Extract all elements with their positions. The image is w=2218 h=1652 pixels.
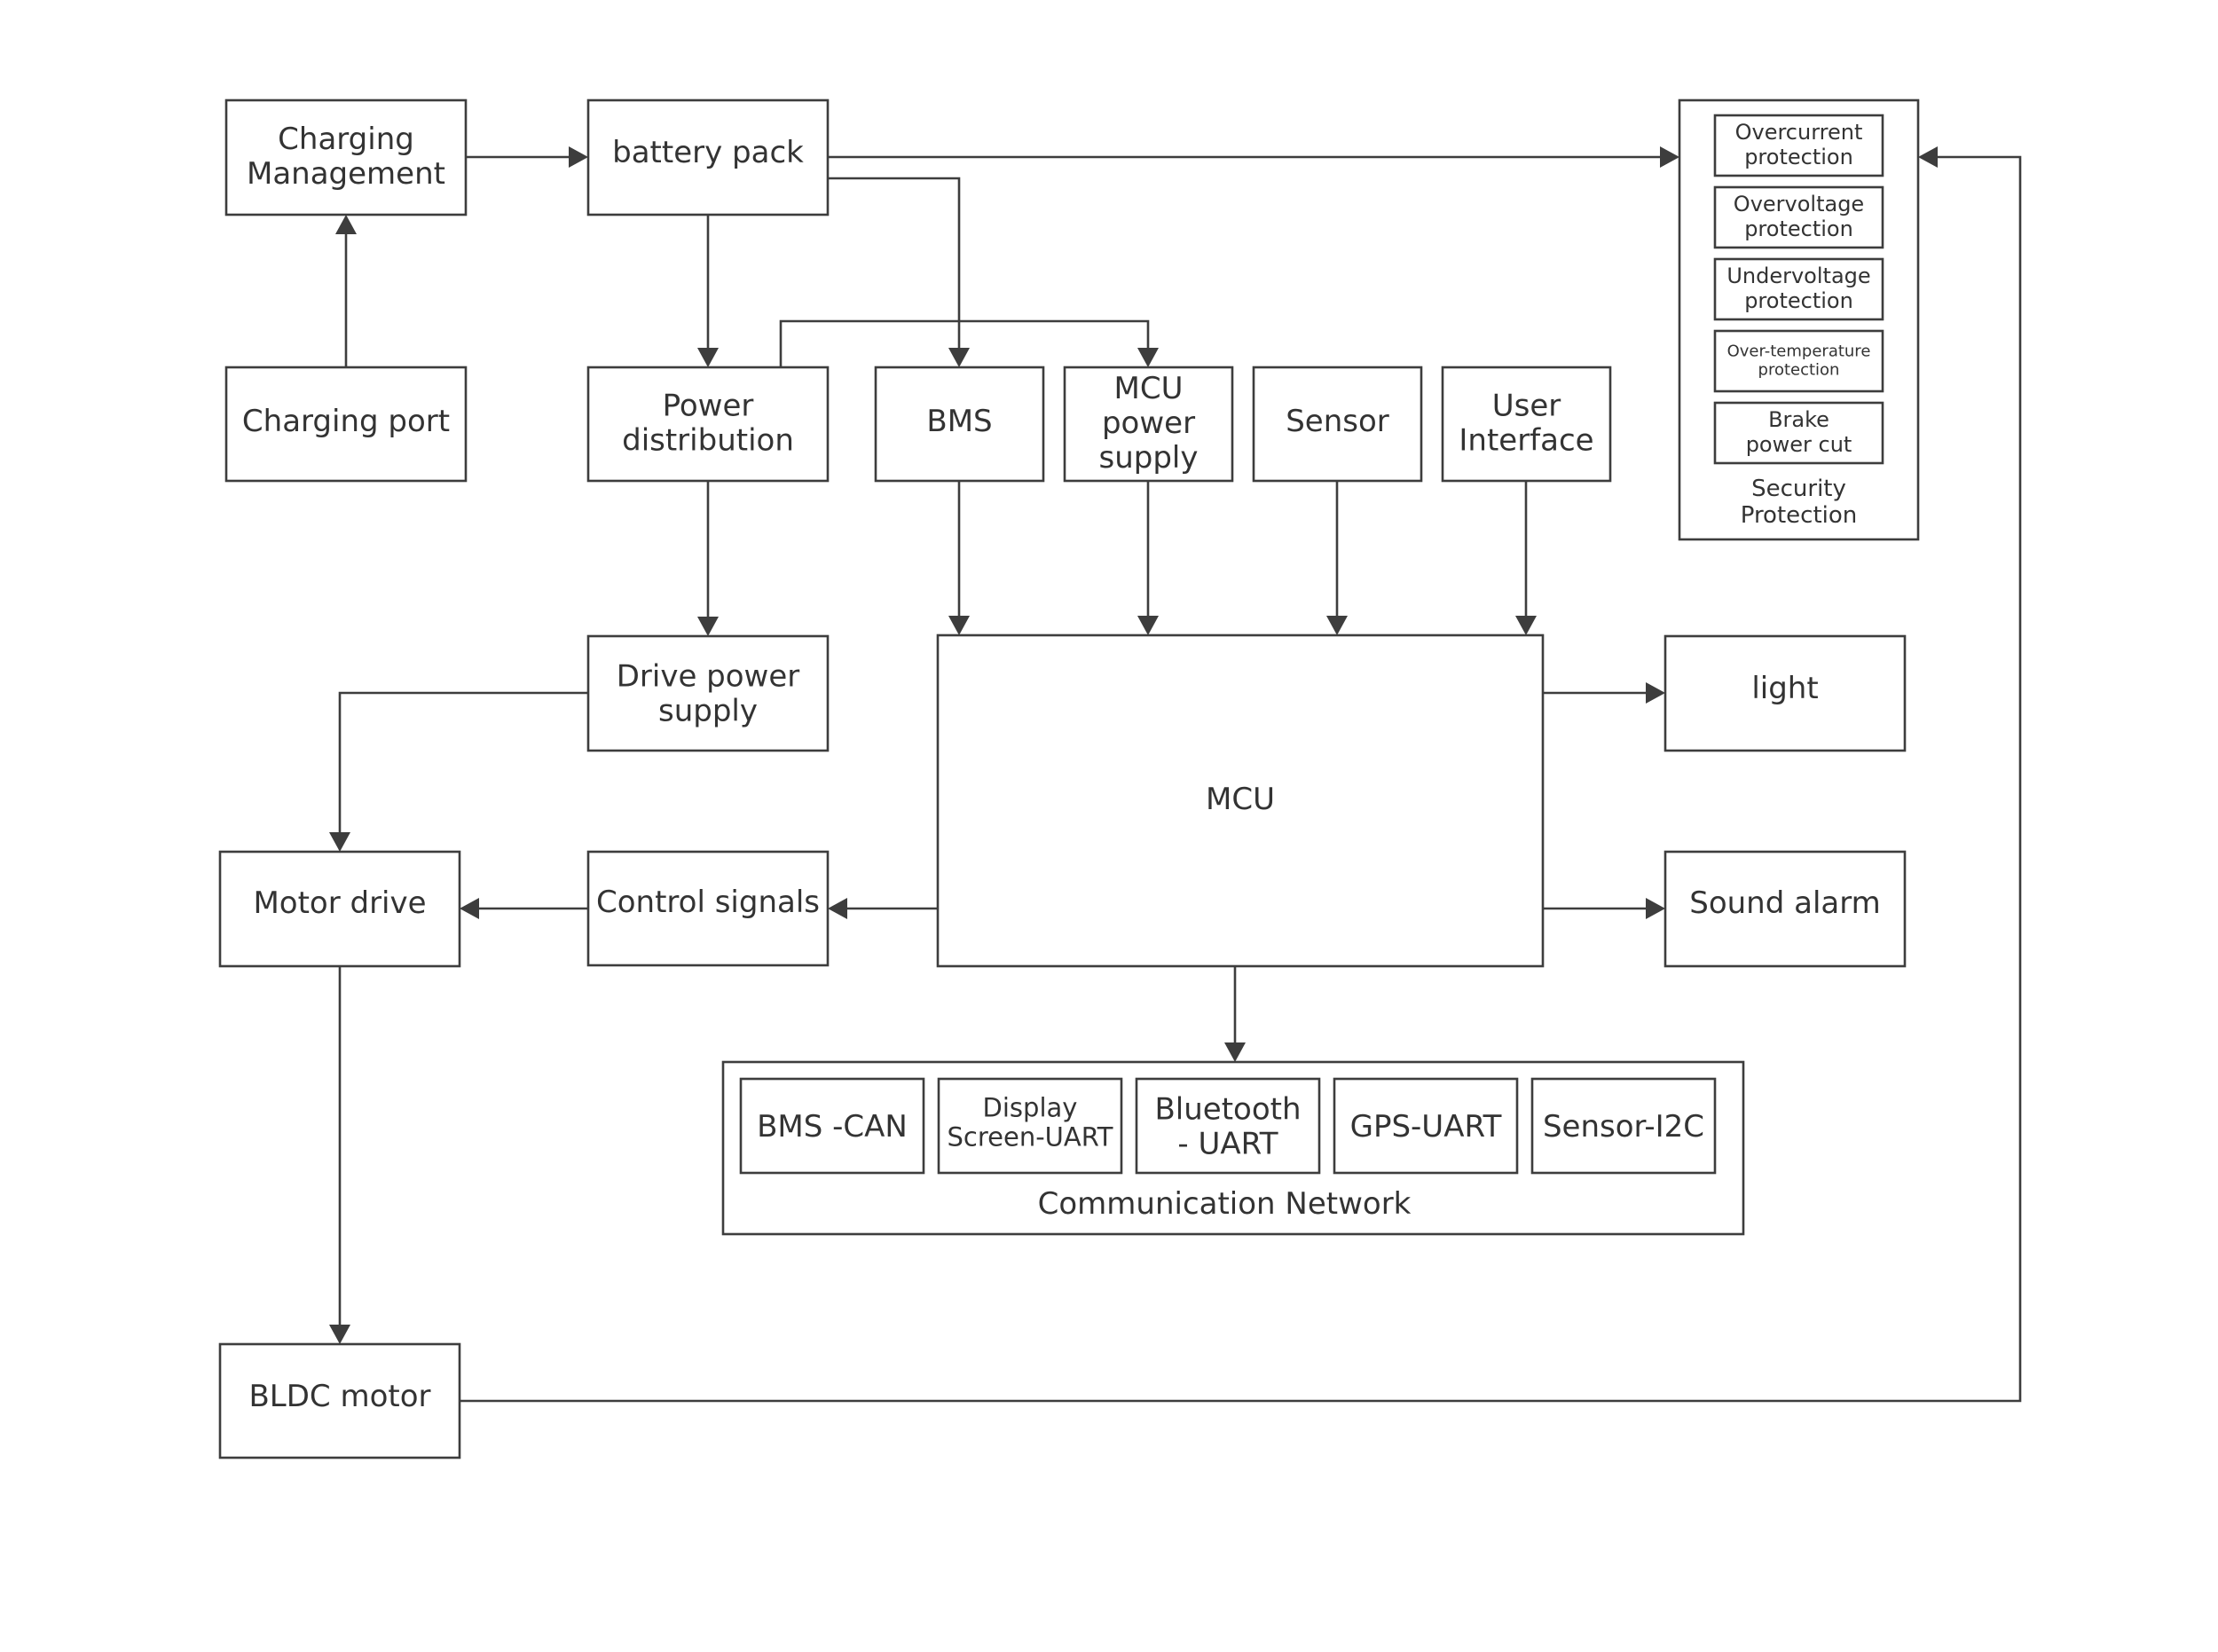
sensor-box: Sensor	[1252, 366, 1423, 483]
arrowhead	[1918, 146, 1938, 168]
edge-drive-power-supply-to-motor-drive	[338, 691, 588, 832]
svg-text:BLDC motor: BLDC motor	[248, 1379, 430, 1414]
arrowhead	[697, 348, 719, 367]
network-sensor-i2c: Sensor-I2C	[1530, 1077, 1717, 1175]
bms-box: BMS	[874, 366, 1045, 483]
edge-power-distribution-to-mcu-power-supply	[779, 319, 1150, 367]
svg-text:battery pack: battery pack	[612, 135, 804, 170]
arrowhead	[569, 146, 588, 168]
network-gps-uart: GPS-UART	[1333, 1077, 1519, 1175]
network-bluetooth-uart: Bluetooth- UART	[1135, 1077, 1321, 1175]
arrowhead	[1646, 682, 1665, 704]
motor-drive-box: Motor drive	[218, 850, 461, 968]
control-signals-box: Control signals	[586, 850, 830, 967]
communication-network-title: Communication Network	[1038, 1186, 1412, 1222]
svg-text:BMS: BMS	[926, 404, 992, 439]
light-box: light	[1664, 634, 1907, 752]
svg-text:Motor drive: Motor drive	[253, 885, 426, 921]
svg-text:GPS-UART: GPS-UART	[1350, 1109, 1502, 1145]
svg-text:light: light	[1751, 671, 1818, 706]
connectors	[329, 146, 2022, 1403]
arrowhead	[1660, 146, 1679, 168]
battery-pack-box: battery pack	[586, 98, 830, 216]
svg-text:Sensor-I2C: Sensor-I2C	[1543, 1109, 1704, 1145]
svg-text:BMS -CAN: BMS -CAN	[757, 1109, 908, 1145]
communication-network-group: Communication Network	[721, 1060, 1745, 1236]
network-bms-can: BMS -CAN	[739, 1077, 925, 1175]
arrowhead	[1326, 616, 1348, 635]
sound-alarm-box: Sound alarm	[1664, 850, 1907, 968]
arrowhead	[335, 215, 357, 234]
arrowhead	[1137, 348, 1159, 367]
arrowhead	[1137, 616, 1159, 635]
svg-text:Sensor: Sensor	[1286, 404, 1389, 439]
svg-text:Bluetooth- UART: Bluetooth- UART	[1154, 1091, 1301, 1161]
svg-text:Sound alarm: Sound alarm	[1689, 885, 1881, 921]
charging-port-box: Charging port	[224, 366, 468, 483]
arrowhead	[1224, 1042, 1246, 1062]
arrowhead	[1646, 898, 1665, 919]
edge-bldc-motor-to-security-protection	[460, 155, 2022, 1403]
bldc-motor-box: BLDC motor	[218, 1342, 461, 1459]
arrowhead	[948, 616, 970, 635]
svg-text:Control signals: Control signals	[596, 885, 820, 920]
svg-text:Charging port: Charging port	[242, 404, 450, 439]
mcu-box: MCU	[936, 633, 1545, 968]
arrowhead	[948, 348, 970, 367]
arrowhead	[329, 832, 350, 852]
arrowhead	[1515, 616, 1537, 635]
edge-battery-pack-to-bms	[828, 177, 961, 348]
arrowhead	[828, 898, 847, 919]
arrowhead	[329, 1325, 350, 1344]
arrowhead	[697, 617, 719, 636]
svg-text:MCU: MCU	[1206, 782, 1275, 817]
arrowhead	[460, 898, 479, 919]
